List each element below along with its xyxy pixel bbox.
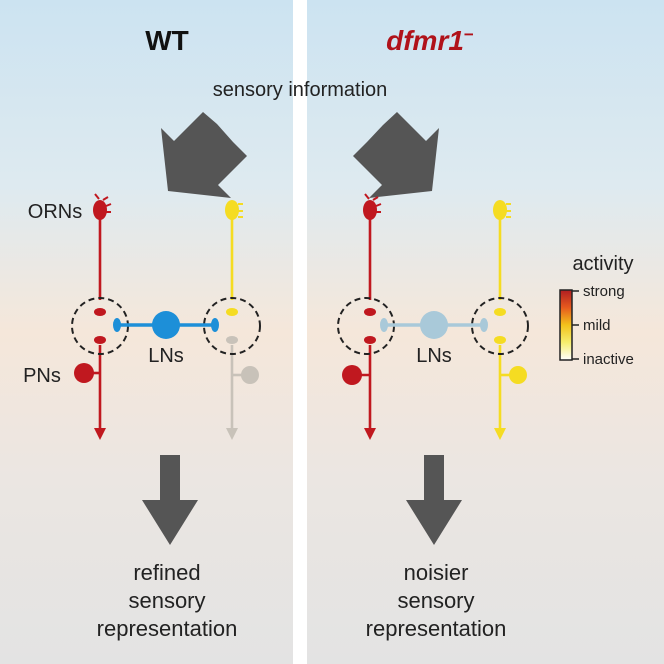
mutant-title-gene: dfmr1 bbox=[386, 25, 464, 56]
wt-circuit: ORNs PNs LNs bbox=[23, 193, 261, 440]
flow-arrow-icon bbox=[353, 112, 439, 198]
wt-output-label: refined sensory representation bbox=[97, 560, 238, 641]
flow-arrow-icon bbox=[161, 112, 247, 198]
mutant-title-superscript: − bbox=[464, 25, 474, 44]
dashed-circle-icon bbox=[203, 297, 261, 355]
pns-label: PNs bbox=[23, 365, 61, 387]
legend-level-mild: mild bbox=[583, 317, 611, 334]
mutant-pn-red bbox=[342, 336, 376, 440]
mutant-title: dfmr1− bbox=[386, 25, 474, 56]
mutant-orn-red bbox=[363, 193, 382, 316]
mutant-output-label: noisier sensory representation bbox=[366, 560, 507, 641]
wt-output-line: representation bbox=[97, 616, 238, 641]
arrowhead-icon bbox=[364, 428, 376, 440]
legend-level-inactive: inactive bbox=[583, 351, 634, 368]
mutant-output-line: sensory bbox=[397, 588, 474, 613]
lns-label-mutant: LNs bbox=[416, 345, 452, 367]
mutant-pn-yellow bbox=[494, 336, 527, 440]
dashed-circle-icon bbox=[471, 297, 529, 355]
wt-ln bbox=[113, 311, 219, 339]
ligand-head-icon bbox=[225, 200, 239, 220]
ligand-head-icon bbox=[493, 200, 507, 220]
lns-label-wt: LNs bbox=[148, 345, 184, 367]
wt-output-line: sensory bbox=[128, 588, 205, 613]
wt-orn-yellow bbox=[225, 200, 243, 316]
sensory-information-label: sensory information bbox=[213, 79, 388, 101]
panel-divider bbox=[293, 0, 307, 664]
activity-legend: activity strong mild inactive bbox=[559, 253, 634, 368]
activity-gradient-bar bbox=[559, 289, 573, 361]
flow-arrow-icon bbox=[142, 455, 198, 545]
arrowhead-icon bbox=[226, 428, 238, 440]
panel-wt-background bbox=[0, 0, 293, 664]
ligand-head-icon bbox=[93, 200, 107, 220]
orns-label: ORNs bbox=[28, 201, 82, 223]
mutant-orn-yellow bbox=[493, 200, 511, 316]
wt-pn-grey bbox=[226, 336, 259, 440]
wt-pn-red bbox=[74, 336, 106, 440]
panel-mutant-background bbox=[307, 0, 664, 664]
arrowhead-icon bbox=[94, 428, 106, 440]
mutant-output-line: representation bbox=[366, 616, 507, 641]
wt-output-line: refined bbox=[133, 560, 200, 585]
mutant-circuit: LNs bbox=[337, 193, 529, 440]
legend-title: activity bbox=[572, 253, 633, 275]
legend-level-strong: strong bbox=[583, 283, 625, 300]
arrowhead-icon bbox=[494, 428, 506, 440]
mutant-output-line: noisier bbox=[404, 560, 469, 585]
flow-arrow-icon bbox=[406, 455, 462, 545]
mutant-ln bbox=[380, 311, 488, 339]
ligand-head-icon bbox=[363, 200, 377, 220]
wt-title: WT bbox=[145, 25, 189, 56]
wt-orn-red bbox=[93, 193, 112, 316]
